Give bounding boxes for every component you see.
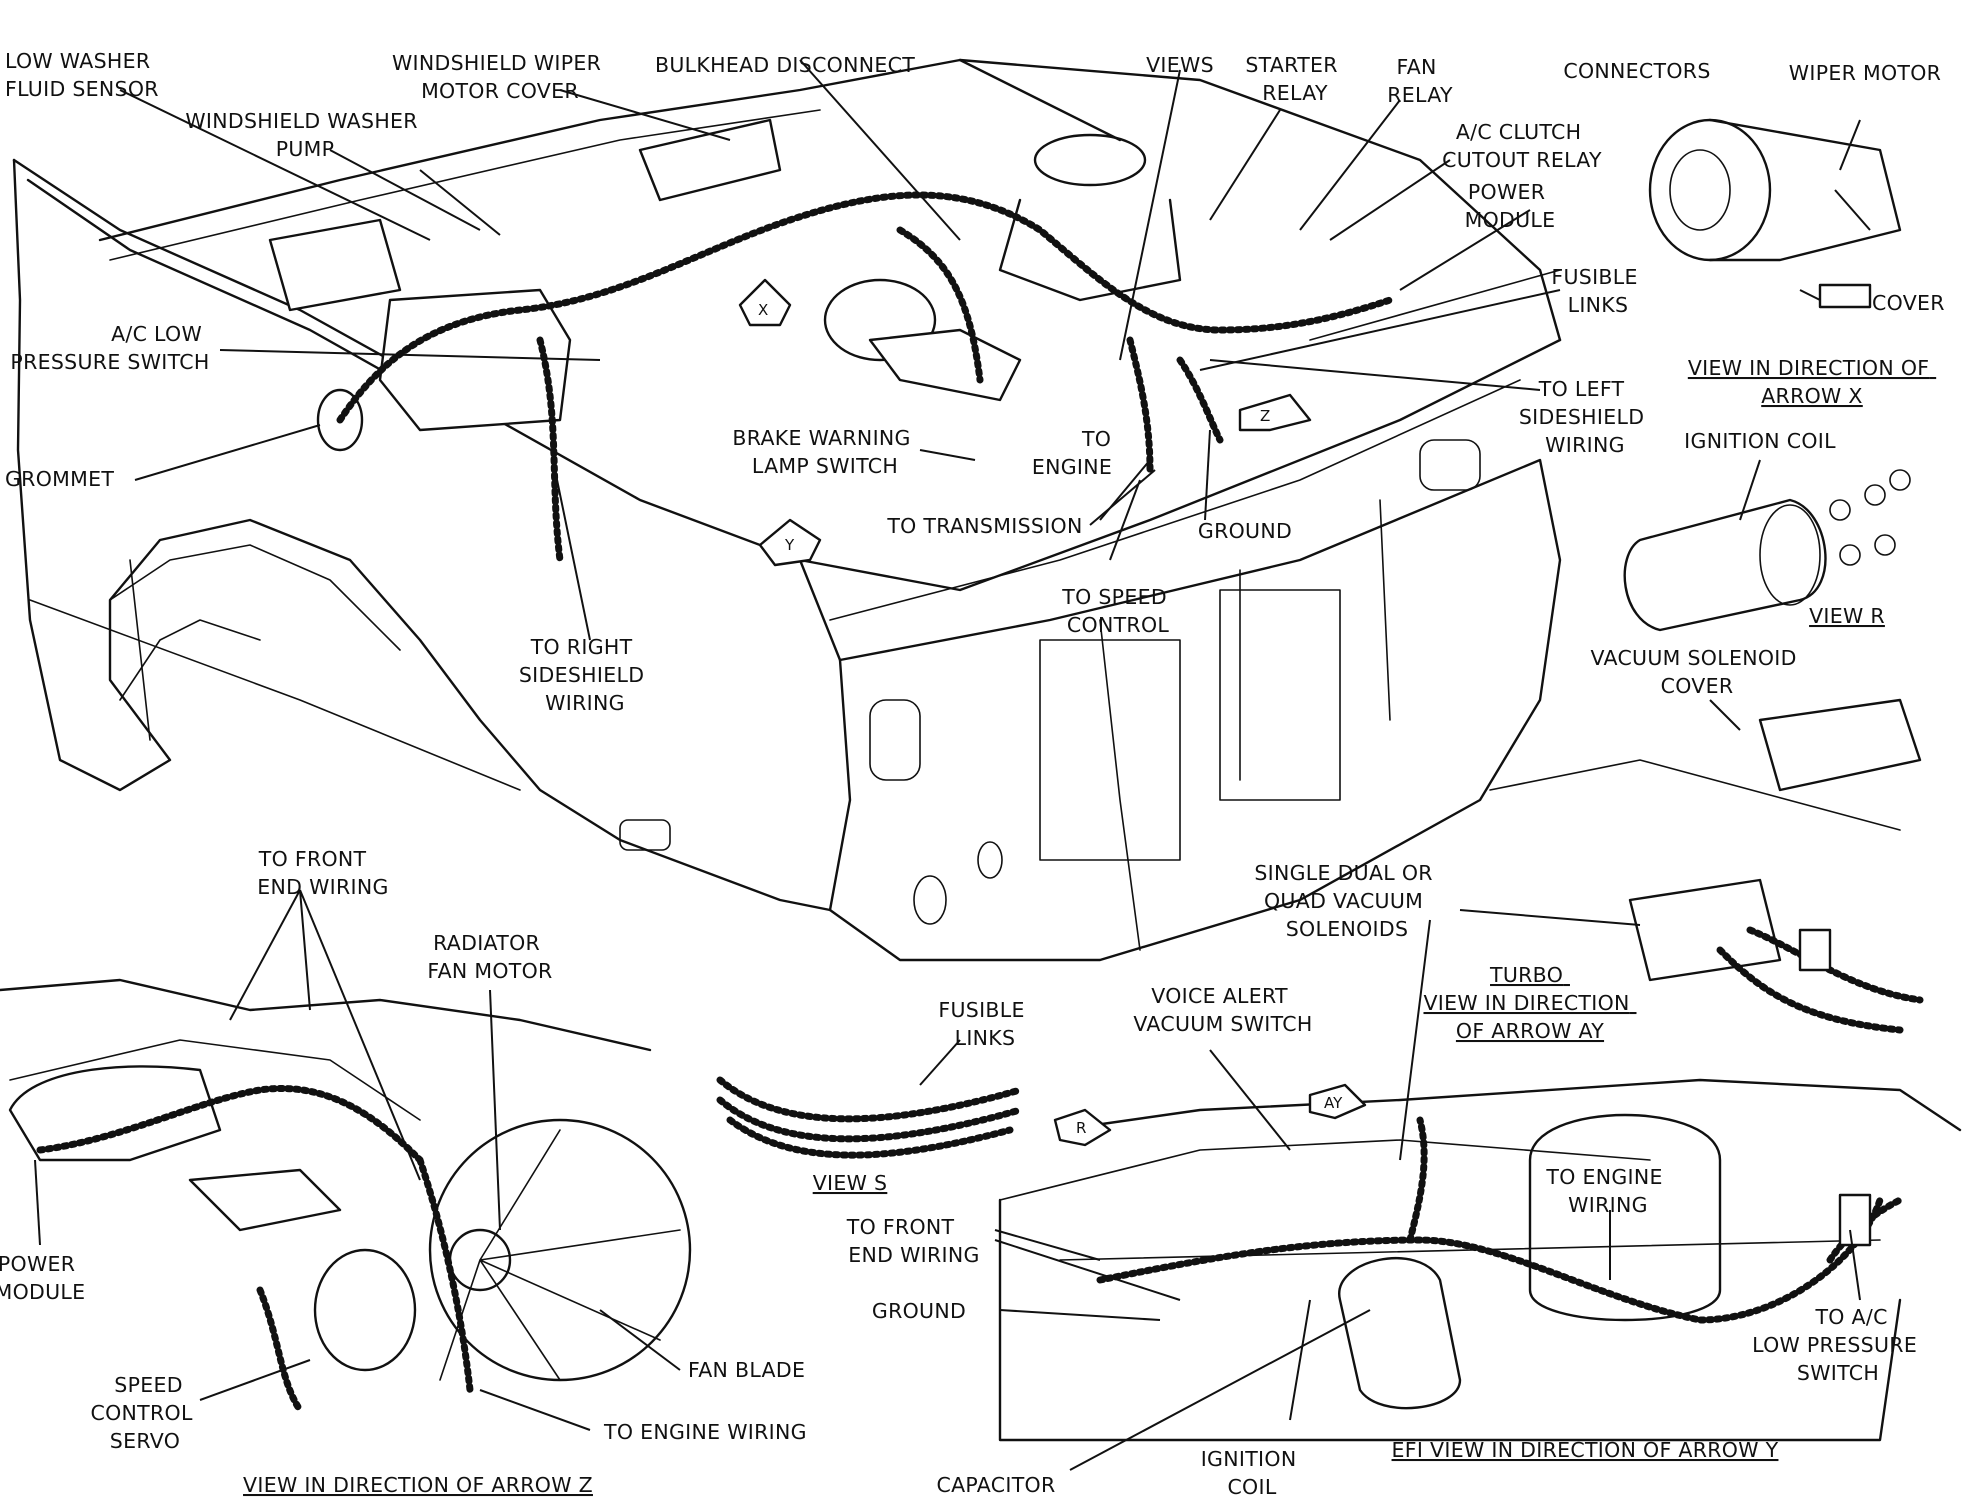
vacuum-solenoid-cover-illustration (1489, 698, 1922, 831)
label-ac-low-pressure-switch-top: A/C LOW PRESSURE SWITCH (10, 322, 209, 374)
label-to-left-sideshield-wiring: TO LEFT SIDESHIELD WIRING (1519, 377, 1651, 457)
label-views: VIEWS (1146, 53, 1214, 77)
arrow-x-badge-icon: X (738, 278, 792, 327)
label-to-engine-wiring-y: TO ENGINE WIRING (1545, 1165, 1669, 1217)
label-to-engine-wiring-z: TO ENGINE WIRING (603, 1420, 807, 1444)
label-voice-alert-vacuum-switch: VOICE ALERT VACUUM SWITCH (1133, 984, 1312, 1036)
label-wiper-motor: WIPER MOTOR (1789, 61, 1941, 85)
label-to-transmission: TO TRANSMISSION (886, 514, 1082, 538)
main-wiring-harness (336, 191, 1394, 564)
arrow-y-badge-icon: Y (758, 518, 822, 567)
label-bulkhead-disconnect: BULKHEAD DISCONNECT (655, 53, 915, 77)
label-fan-blade: FAN BLADE (688, 1358, 805, 1382)
svg-text:Z: Z (1260, 407, 1270, 425)
label-turbo-view-arrow-ay: TURBO VIEW IN DIRECTION OF ARROW AY (1423, 963, 1636, 1043)
label-fan-relay: FAN RELAY (1387, 55, 1453, 107)
label-fusible-links-top: FUSIBLE LINKS (1551, 265, 1644, 317)
label-windshield-washer-pump: WINDSHIELD WASHER PUMP (185, 109, 424, 161)
label-ignition-coil-y: IGNITION COIL (1201, 1447, 1304, 1499)
vehicle-body-illustration (12, 58, 1562, 962)
callout-labels: LOW WASHER FLUID SENSOR WINDSHIELD WIPER… (0, 49, 1945, 1499)
label-starter-relay: STARTER RELAY (1245, 53, 1344, 105)
label-to-front-end-wiring-y: TO FRONT END WIRING (846, 1215, 980, 1267)
label-speed-control-servo: SPEED CONTROL SERVO (90, 1373, 199, 1453)
view-y-illustration (998, 1078, 1962, 1442)
turbo-vacuum-solenoids-illustration (1628, 878, 1924, 1034)
label-view-s: VIEW S (813, 1171, 888, 1195)
label-power-module-top: POWER MODULE (1465, 180, 1556, 232)
arrow-z-badge-icon: Z (1238, 393, 1312, 432)
label-brake-warning-lamp-switch: BRAKE WARNING LAMP SWITCH (732, 426, 917, 478)
label-ignition-coil-r: IGNITION COIL (1684, 429, 1836, 453)
label-windshield-wiper-motor-cover: WINDSHIELD WIPER MOTOR COVER (392, 51, 608, 103)
label-fusible-links-s: FUSIBLE LINKS (938, 998, 1031, 1050)
label-ground-y: GROUND (872, 1299, 966, 1323)
svg-text:AY: AY (1324, 1094, 1343, 1112)
view-s-illustration (716, 1076, 1024, 1159)
arrow-ay-badge-icon: AY (1308, 1083, 1367, 1120)
label-view-r: VIEW R (1809, 604, 1885, 628)
label-view-arrow-z: VIEW IN DIRECTION OF ARROW Z (243, 1473, 593, 1497)
svg-text:X: X (758, 301, 768, 319)
view-z-illustration (0, 978, 692, 1414)
label-capacitor: CAPACITOR (936, 1473, 1055, 1497)
arrow-r-badge-icon: R (1053, 1108, 1112, 1147)
label-low-washer-fluid-sensor: LOW WASHER FLUID SENSOR (5, 49, 159, 101)
label-to-right-sideshield-wiring: TO RIGHT SIDESHIELD WIRING (519, 635, 651, 715)
label-view-arrow-x: VIEW IN DIRECTION OF ARROW X (1688, 356, 1936, 408)
label-to-front-end-wiring-z: TO FRONT END WIRING (257, 847, 388, 899)
label-radiator-fan-motor: RADIATOR FAN MOTOR (427, 931, 552, 983)
label-power-module-z: POWER MODULE (0, 1252, 85, 1304)
direction-badges: X Z Y R AY (738, 278, 1367, 1147)
label-ground-top: GROUND (1198, 519, 1292, 543)
label-cover: COVER (1872, 291, 1945, 315)
label-to-engine: TO ENGINE (1032, 427, 1118, 479)
label-vacuum-solenoid-cover: VACUUM SOLENOID COVER (1590, 646, 1803, 698)
label-efi-view-arrow-y: EFI VIEW IN DIRECTION OF ARROW Y (1392, 1438, 1779, 1462)
label-to-speed-control: TO SPEED CONTROL (1061, 585, 1173, 637)
label-ac-clutch-cutout-relay: A/C CLUTCH CUTOUT RELAY (1442, 120, 1602, 172)
label-connectors: CONNECTORS (1563, 59, 1710, 83)
svg-text:Y: Y (784, 536, 795, 554)
wiper-motor-illustration (1648, 118, 1902, 309)
label-grommet: GROMMET (5, 467, 114, 491)
label-single-dual-quad-vacuum-solenoids: SINGLE DUAL OR QUAD VACUUM SOLENOIDS (1254, 861, 1439, 941)
svg-text:R: R (1076, 1119, 1086, 1137)
ignition-coil-view-r-illustration (1623, 469, 1911, 632)
leader-lines (34, 59, 1871, 1471)
label-to-ac-low-pressure-switch-y: TO A/C LOW PRESSURE SWITCH (1752, 1305, 1924, 1385)
